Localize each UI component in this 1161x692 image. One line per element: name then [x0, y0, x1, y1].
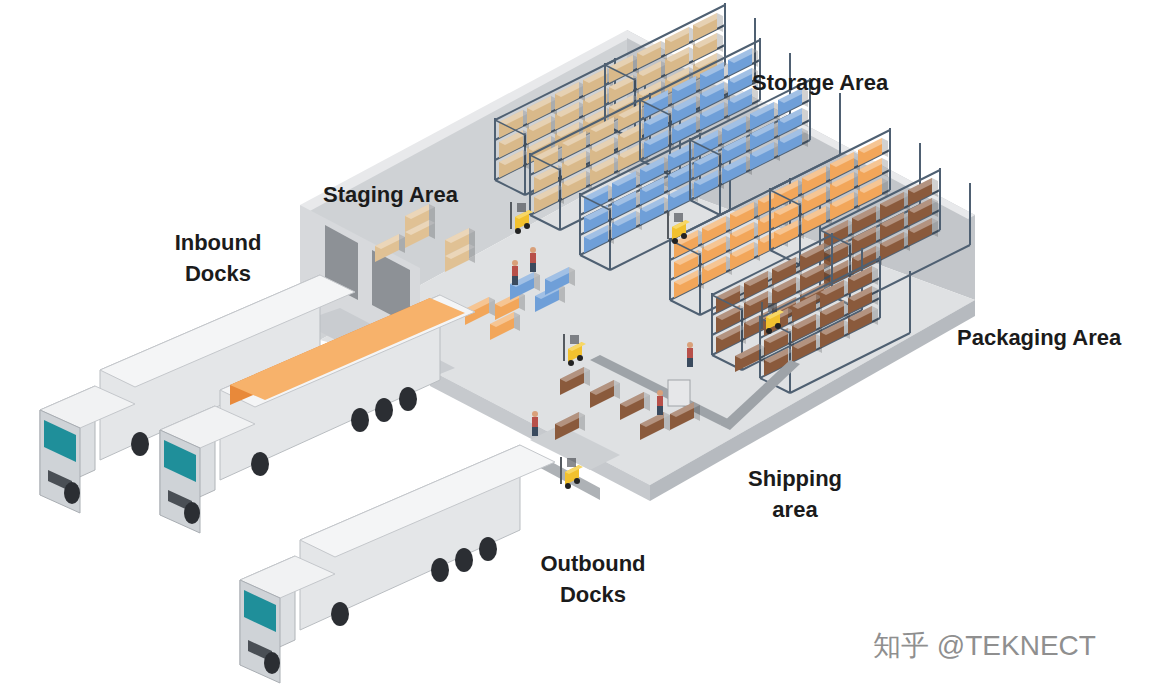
forklifts	[511, 202, 533, 234]
shipping-goods	[555, 344, 765, 440]
forklifts	[564, 334, 586, 366]
area-label: Packaging Area	[957, 323, 1121, 354]
workers	[657, 390, 663, 415]
shipping-goods	[735, 344, 765, 372]
conveyor	[668, 380, 690, 406]
forklifts	[421, 202, 784, 489]
trucks	[230, 298, 465, 400]
area-label: Shipping area	[735, 464, 855, 526]
trucks	[240, 445, 555, 683]
workers	[530, 247, 536, 272]
forklifts	[561, 457, 583, 489]
workers	[532, 411, 538, 436]
staging-goods	[375, 234, 405, 262]
forklifts	[762, 302, 784, 334]
shipping-goods	[620, 392, 650, 420]
trucks	[40, 275, 555, 683]
area-label: Storage Area	[752, 68, 888, 99]
staging-goods	[545, 267, 575, 295]
area-label: Staging Area	[323, 180, 458, 211]
staging-goods	[445, 228, 475, 256]
shipping-goods	[555, 412, 585, 440]
shipping-goods	[590, 380, 620, 408]
workers	[512, 247, 693, 436]
staging-goods	[405, 204, 435, 232]
workers	[512, 260, 518, 285]
shipping-goods	[640, 412, 670, 440]
building	[300, 30, 975, 501]
watermark: 知乎 @TEKNECT	[873, 626, 1096, 665]
staging-goods	[490, 312, 520, 340]
shipping-goods	[560, 367, 590, 395]
area-label: Inbound Docks	[158, 228, 278, 290]
conveyor	[590, 355, 800, 430]
shipping-goods	[670, 402, 700, 430]
storage-racks	[495, 3, 970, 393]
forklifts	[668, 212, 690, 244]
conveyor	[720, 360, 800, 430]
area-label: Outbound Docks	[527, 549, 659, 611]
workers	[687, 342, 693, 367]
conveyor	[590, 355, 730, 425]
